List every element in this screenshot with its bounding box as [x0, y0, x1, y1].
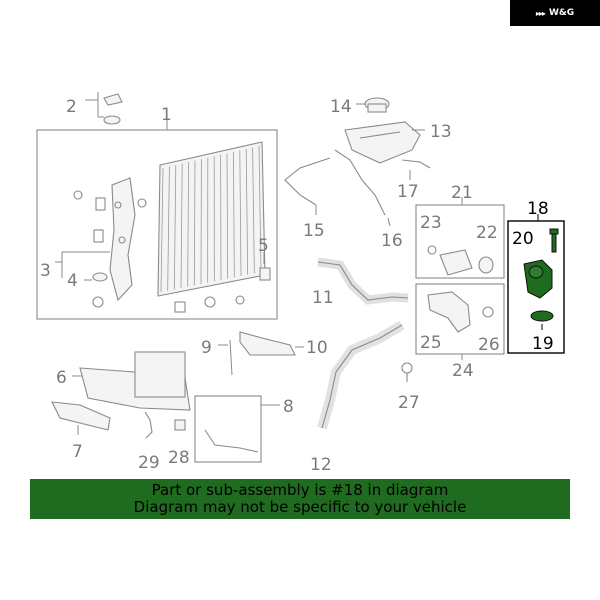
- part-2-clips: [103, 93, 123, 125]
- callout-15: 15: [303, 221, 325, 241]
- brand-logo-text: W&G: [548, 8, 575, 18]
- callout-19: 19: [532, 334, 554, 354]
- part-17-hose: [401, 159, 431, 169]
- callout-5: 5: [258, 236, 269, 256]
- callout-3: 3: [40, 261, 51, 281]
- callout-9: 9: [201, 338, 212, 358]
- callout-14: 14: [330, 97, 352, 117]
- part-28-clip: [174, 419, 186, 431]
- callout-16: 16: [381, 231, 403, 251]
- callout-27: 27: [398, 393, 420, 413]
- group-24-box: [415, 283, 505, 355]
- banner-line-1: Part or sub-assembly is #18 in diagram: [151, 481, 449, 499]
- callout-4: 4: [67, 271, 78, 291]
- part-6-fan-shroud: [79, 351, 191, 411]
- callout-12: 12: [310, 455, 332, 475]
- part-7-deflector: [51, 401, 111, 431]
- radiator-fin: [252, 147, 255, 274]
- radiator-fin: [233, 151, 235, 278]
- callout-29: 29: [138, 453, 160, 473]
- callout-6: 6: [56, 368, 67, 388]
- wings-icon: ▸▸▸: [535, 8, 546, 18]
- radiator-fasteners: [73, 190, 271, 313]
- callout-22: 22: [476, 223, 498, 243]
- radiator-core: [157, 141, 266, 297]
- group-21-box: [415, 204, 505, 279]
- callout-10: 10: [306, 338, 328, 358]
- callout-20: 20: [512, 229, 534, 249]
- group-8-box: [194, 395, 262, 463]
- radiator-side-bracket: [109, 177, 136, 302]
- banner-line-2: Diagram may not be specific to your vehi…: [133, 498, 467, 516]
- radiator-fin: [187, 162, 189, 287]
- callout-17: 17: [397, 182, 419, 202]
- part-10-bracket: [239, 331, 296, 356]
- part-19-seal: [530, 310, 554, 322]
- part-29-bracket: [144, 411, 153, 439]
- callout-8: 8: [283, 397, 294, 417]
- part-20-bolt: [549, 228, 559, 253]
- part-16-line: [334, 149, 386, 216]
- part-12-hose: [317, 320, 405, 430]
- callout-13: 13: [430, 122, 452, 142]
- brand-logo: ▸▸▸ W&G: [510, 0, 600, 26]
- callout-2: 2: [66, 97, 77, 117]
- part-24-housing: [427, 291, 494, 333]
- radiator-fin: [160, 167, 164, 293]
- radiator-fin: [226, 153, 229, 279]
- part-18-thermostat-housing: [523, 259, 553, 299]
- group-18-box: [507, 220, 565, 354]
- radiator-fin: [193, 160, 196, 286]
- callout-7: 7: [72, 442, 83, 462]
- radiator-fin: [258, 145, 262, 273]
- part-14-cap: [364, 97, 390, 113]
- callout-1: 1: [161, 105, 172, 125]
- radiator-fin: [173, 165, 177, 290]
- part-27-bolt: [401, 362, 413, 382]
- callout-18: 18: [527, 199, 549, 219]
- callout-11: 11: [312, 288, 334, 308]
- callout-25: 25: [420, 333, 442, 353]
- radiator-fin: [167, 166, 170, 291]
- part-13-reservoir: [344, 121, 421, 164]
- callout-28: 28: [168, 448, 190, 468]
- info-banner: Part or sub-assembly is #18 in diagram D…: [30, 479, 570, 519]
- radiator-fin: [239, 150, 242, 277]
- callout-26: 26: [478, 335, 500, 355]
- callout-23: 23: [420, 213, 442, 233]
- part-15-line: [284, 157, 331, 206]
- part-8-harness: [204, 429, 259, 453]
- callout-21: 21: [451, 183, 473, 203]
- callout-24: 24: [452, 361, 474, 381]
- radiator-fin: [245, 148, 249, 275]
- radiator-group-box: [36, 129, 278, 320]
- radiator-fin: [180, 163, 183, 289]
- part-21-housing: [427, 245, 494, 276]
